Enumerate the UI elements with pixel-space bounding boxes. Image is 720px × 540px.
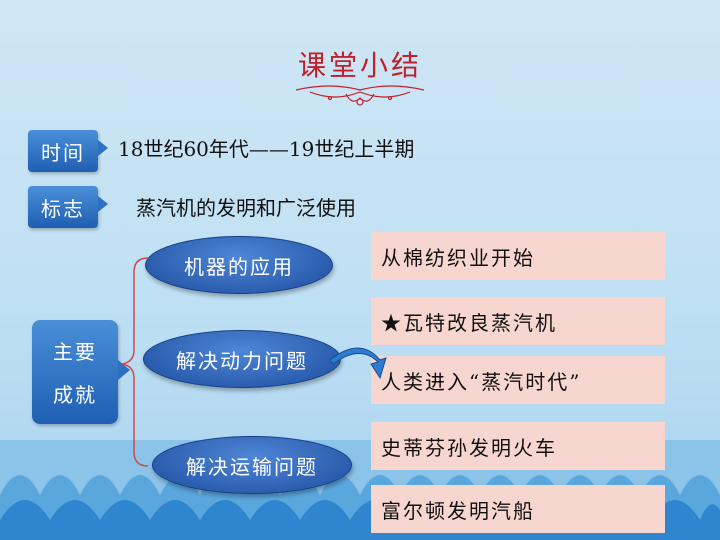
title-flourish-ornament xyxy=(295,85,425,106)
main-achievements-box: 主要 成就 xyxy=(32,320,130,424)
time-text: 18世纪60年代——19世纪上半期 xyxy=(118,137,415,161)
page-title: 课堂小结 xyxy=(297,49,422,82)
main-achievements-line2: 成就 xyxy=(53,383,97,407)
oval-power-problem: 解决动力问题 xyxy=(143,330,341,388)
time-tag-label: 时间 xyxy=(41,140,85,165)
oval-machine-application: 机器的应用 xyxy=(145,236,333,294)
symbol-text: 蒸汽机的发明和广泛使用 xyxy=(136,196,356,220)
item-steam-age: 人类进入“蒸汽时代” xyxy=(371,356,665,404)
item-stephenson-train: 史蒂芬孙发明火车 xyxy=(371,422,665,470)
main-achievements-line1: 主要 xyxy=(53,340,97,364)
item-fulton-steamship: 富尔顿发明汽船 xyxy=(371,485,665,533)
time-tag: 时间 xyxy=(28,130,108,172)
symbol-tag: 标志 xyxy=(28,186,108,228)
item-watt-steam-engine: ★瓦特改良蒸汽机 xyxy=(371,297,665,345)
symbol-tag-label: 标志 xyxy=(41,196,85,221)
oval-transport-problem: 解决运输问题 xyxy=(152,436,352,494)
item-cotton-textile: 从棉纺织业开始 xyxy=(371,232,665,280)
